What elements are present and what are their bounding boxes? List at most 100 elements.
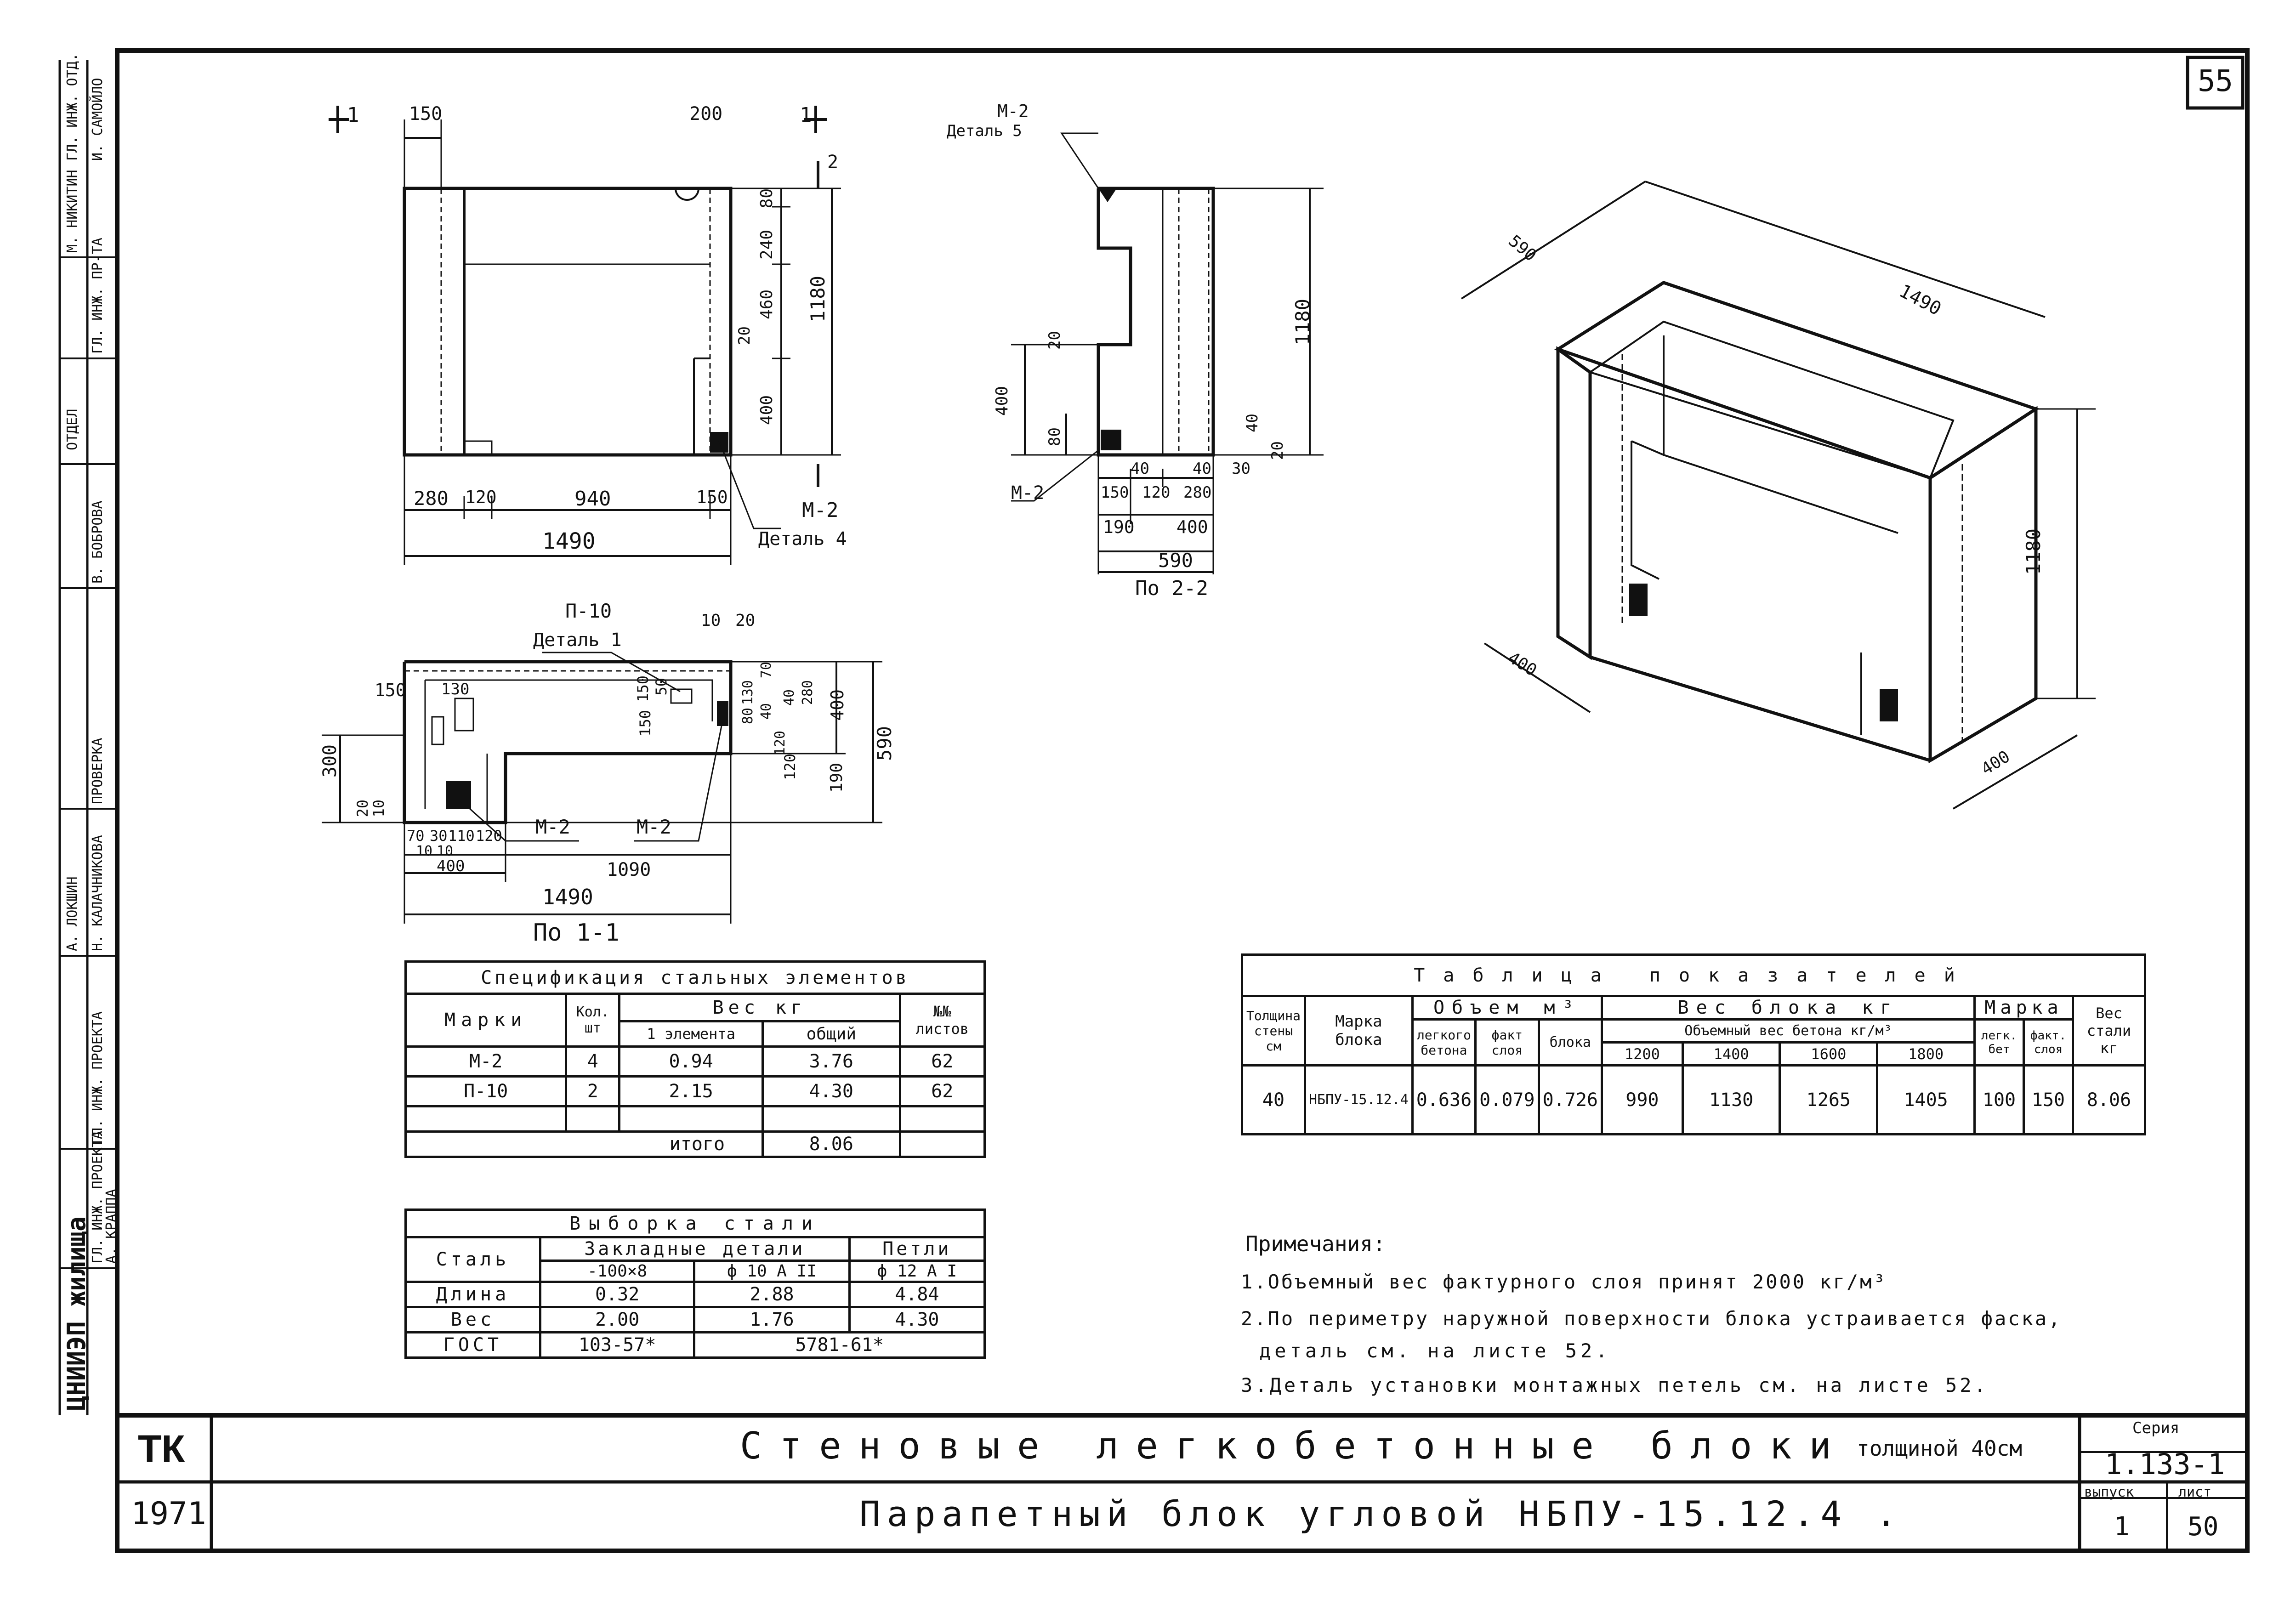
elev-dim-400: 400 <box>757 395 776 426</box>
sec22-dim-120: 120 <box>1142 483 1171 502</box>
sec22-total: 590 <box>1158 549 1193 572</box>
plan-callout-detail: Деталь 1 <box>533 630 622 651</box>
plan-dim-10a: 10 <box>416 843 433 859</box>
ind-h-vol-light: легкого бетона <box>1411 1018 1477 1067</box>
steel-row1-label: Длина <box>404 1281 541 1308</box>
plan-callout-m2-right: М-2 <box>637 816 671 838</box>
spec-row1-total: 3.76 <box>762 1045 901 1078</box>
ind-row-w1600: 1265 <box>1779 1064 1879 1135</box>
stamp-name-1: А. КРАППА <box>103 1189 119 1264</box>
plan-dim-190: 190 <box>827 763 846 793</box>
ind-row-w1800: 1405 <box>1876 1064 1976 1135</box>
sec22-height: 1180 <box>1291 299 1314 346</box>
spec-row1-sheet: 62 <box>898 1045 986 1078</box>
steel-sub-1: -100×8 <box>539 1260 696 1283</box>
spec-row1-qty: 4 <box>565 1045 621 1078</box>
steel-row2-label: Вес <box>404 1306 541 1333</box>
steel-row1-v3: 4.84 <box>848 1281 986 1308</box>
elev-callout-m2: М-2 <box>802 499 839 522</box>
elev-dim-150: 150 <box>696 487 728 507</box>
steel-row1-v2: 2.88 <box>693 1281 851 1308</box>
spec-h-mark: Марки <box>404 993 568 1048</box>
plan-dim-70: 70 <box>407 827 425 845</box>
note-2-cont: деталь см. на листе 52. <box>1259 1339 1611 1362</box>
ind-h-weight-sub: Объемный вес бетона кг/м³ <box>1601 1018 1976 1044</box>
ind-h-marka: Марка <box>1973 995 2074 1021</box>
plan-dim-70: 70 <box>758 662 774 679</box>
issue-label: выпуск <box>2084 1484 2134 1500</box>
sec22-dim-20: 20 <box>1046 331 1064 350</box>
sec22-caption: По 2-2 <box>1135 577 1208 600</box>
steel-row2-v2: 1.76 <box>693 1306 851 1333</box>
spec-row1-mark: М-2 <box>404 1045 568 1078</box>
spec-row2-qty: 2 <box>565 1075 621 1107</box>
elev-dim-20: 20 <box>735 326 754 345</box>
elev-dim-top-200: 200 <box>689 103 723 125</box>
ind-row-vol-light: 0.636 <box>1411 1064 1477 1135</box>
ind-h-thickness: Толщина стены см <box>1241 995 1306 1067</box>
ind-row-vol-fact: 0.079 <box>1474 1064 1540 1135</box>
series-value: 1.133-1 <box>2105 1447 2225 1481</box>
ind-h-marka-fact: факт. слоя <box>2023 1018 2074 1067</box>
section-mark-1-right: 1 <box>800 103 812 127</box>
sec22-dim-40a: 40 <box>1131 460 1149 478</box>
ind-h-weight: Вес блока кг <box>1601 995 1976 1021</box>
stamp-org: ЦНИИЭП жилища <box>62 1216 91 1411</box>
series-label: Серия <box>2132 1419 2180 1437</box>
sheet-number: 55 <box>2198 64 2233 98</box>
elev-dim-top-150: 150 <box>409 103 443 125</box>
plan-dim-30: 30 <box>430 827 448 845</box>
plan-caption: По 1-1 <box>533 919 619 947</box>
sec22-dim-400w: 400 <box>1176 517 1208 537</box>
plan-dim-400: 400 <box>437 857 465 875</box>
plan-dim-130: 130 <box>441 680 470 698</box>
ind-title: Таблица показателей <box>1241 953 2146 997</box>
plan-dim-590: 590 <box>873 726 896 761</box>
iso-dim-1180: 1180 <box>2022 528 2045 575</box>
plan-dim-top-20: 20 <box>735 611 756 630</box>
title-year: 1971 <box>131 1496 206 1532</box>
note-3: 3.Деталь установки монтажных петель см. … <box>1241 1374 1989 1396</box>
plan-dim-110: 110 <box>448 827 475 845</box>
steel-h-steel: Сталь <box>404 1236 541 1283</box>
plan-callout-m2-left: М-2 <box>535 816 570 838</box>
stamp-name-5: И. САМОЙЛО <box>90 78 106 161</box>
steel-gost-1: 103-57* <box>539 1331 696 1359</box>
spec-row2-one: 2.15 <box>618 1075 764 1107</box>
plan-dim-1090: 1090 <box>607 859 651 880</box>
spec-row2-total: 4.30 <box>762 1075 901 1107</box>
plan-dim-130b: 130 <box>740 680 756 705</box>
sec22-dim-150: 150 <box>1101 483 1129 502</box>
sec22-callout-bottom: М-2 <box>1011 482 1045 504</box>
ind-row-steel: 8.06 <box>2072 1064 2146 1135</box>
plan-dim-20l: 20 <box>354 800 371 817</box>
title-line1: Стеновые легкобетонные блоки <box>740 1424 1849 1467</box>
indicators-table: Таблица показателей Толщина стены см Мар… <box>1241 953 2146 1135</box>
ind-h-density-3: 1600 <box>1779 1041 1879 1067</box>
ind-row-marka-fact: 150 <box>2023 1064 2074 1135</box>
elev-callout-detail: Деталь 4 <box>758 528 847 550</box>
spec-table: Спецификация стальных элементов Марки Ко… <box>404 960 986 1158</box>
plan-dim-150l: 150 <box>375 680 406 700</box>
sheet-value: 50 <box>2188 1512 2219 1542</box>
steel-title: Выборка стали <box>404 1208 986 1238</box>
notes-title: Примечания: <box>1245 1231 1386 1256</box>
stamp-name-6: М. НИКИТИН <box>64 170 80 253</box>
stamp-role-2: ГЛ. ИНЖ. ПРОЕКТА <box>90 1011 106 1144</box>
stamp-name-3: В. БОБРОВА <box>90 500 106 584</box>
note-2: 2.По периметру наружной поверхности блок… <box>1241 1307 2062 1330</box>
plan-dim-50: 50 <box>653 678 670 696</box>
section-mark-2: 2 <box>827 152 839 173</box>
ind-row-thickness: 40 <box>1241 1064 1306 1135</box>
ind-h-steel: Вес стали кг <box>2072 995 2146 1067</box>
sec22-dim-400: 400 <box>993 386 1012 416</box>
steel-gost-label: ГОСТ <box>404 1331 541 1359</box>
plan-dim-300: 300 <box>319 744 341 778</box>
plan-total: 1490 <box>542 885 593 909</box>
spec-row2-sheet: 62 <box>898 1075 986 1107</box>
ind-h-density-2: 1400 <box>1681 1041 1781 1067</box>
sec22-dim-40r: 40 <box>1243 414 1262 432</box>
steel-h-embedded: Закладные детали <box>539 1236 851 1262</box>
sec22-dim-40b: 40 <box>1193 460 1211 478</box>
